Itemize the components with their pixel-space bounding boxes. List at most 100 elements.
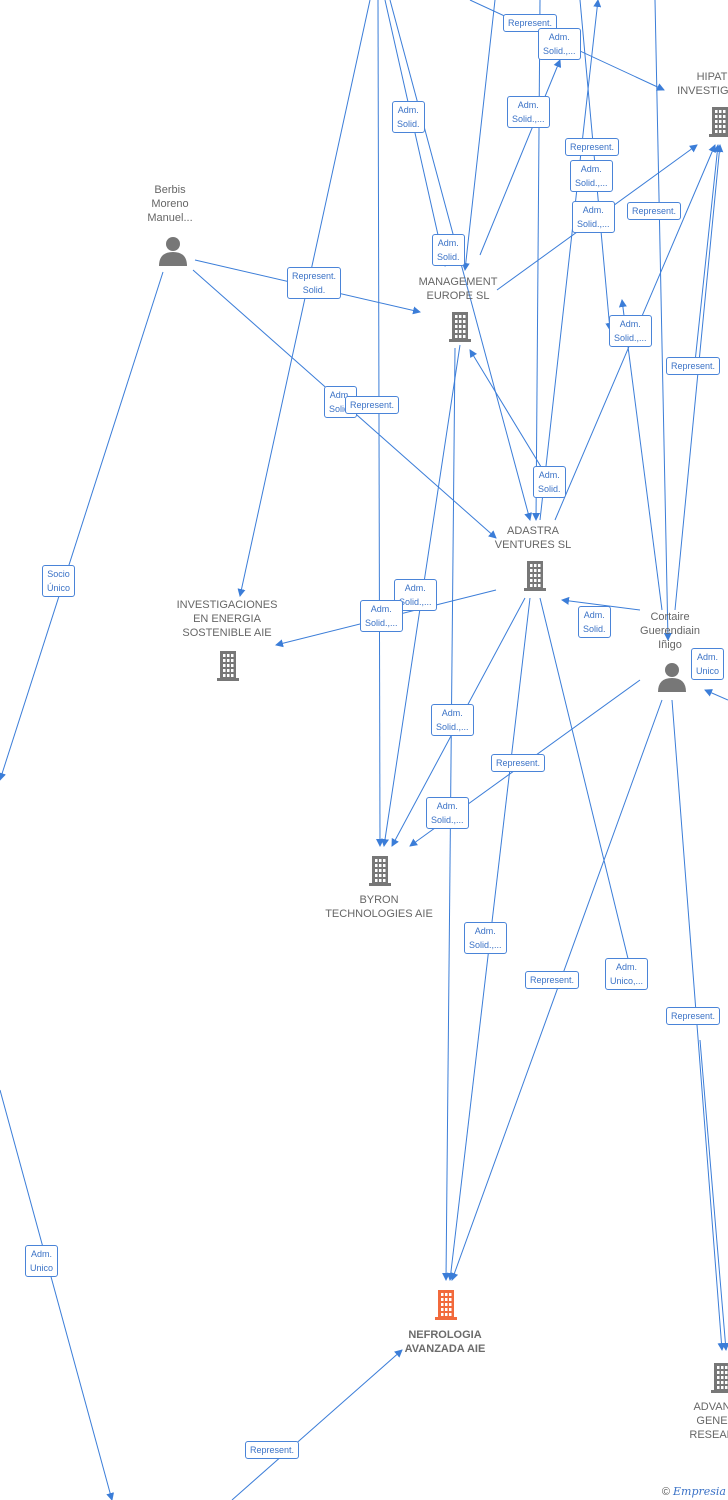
edge-12 <box>0 1089 115 1500</box>
badge-text: Adm. <box>582 205 604 215</box>
relation-badge[interactable]: Represent.Solid. <box>287 267 342 299</box>
relation-badge[interactable]: Represent. <box>491 754 546 772</box>
relation-badge[interactable]: Represent. <box>627 202 682 220</box>
badge-text: Adm. <box>538 470 560 480</box>
nefrologia-building-icon[interactable] <box>435 1290 457 1320</box>
relation-badge[interactable]: Adm. Solid.,... <box>609 315 652 347</box>
relation-badge[interactable]: Adm. Solid.,... <box>360 600 403 632</box>
relation-badge[interactable]: Adm. Solid. <box>533 466 566 498</box>
relation-badge[interactable]: Adm.Solid.,... <box>464 922 507 954</box>
relation-badge[interactable]: Adm. Solid.,... <box>426 797 469 829</box>
badge-text: Adm. <box>404 583 426 593</box>
relation-badge[interactable]: Adm.Solid.,... <box>572 201 615 233</box>
badge-text: Solid. <box>437 252 460 262</box>
relation-badge[interactable]: Adm.Unico,... <box>605 958 649 990</box>
node-label: INVESTIGACIONES <box>176 599 278 611</box>
edge-30 <box>694 144 722 363</box>
node-label: Guerendiain <box>640 625 700 637</box>
node-label: ADASTRA <box>507 525 559 537</box>
relation-badge[interactable]: Adm.Solid.,... <box>431 704 474 736</box>
node-label: Berbis <box>154 184 186 196</box>
edge-1 <box>375 0 384 847</box>
badge-text: Solid.,... <box>431 815 464 825</box>
badge-text: Adm. <box>397 105 419 115</box>
node-label: EN ENERGIA <box>193 613 261 625</box>
edge-27 <box>671 699 726 1351</box>
edge-26 <box>450 699 663 1281</box>
badge-text: Represent. <box>292 271 337 281</box>
badge-text: Adm. <box>580 164 602 174</box>
footer: © Empresia <box>662 1485 726 1498</box>
edge-11 <box>0 271 164 781</box>
relation-badge[interactable]: Adm. Solid. <box>578 606 611 638</box>
node-investigaciones[interactable]: INVESTIGACIONES EN ENERGIA SOSTENIBLE AIE <box>157 598 297 640</box>
relation-badge[interactable]: Represent. <box>666 1007 721 1025</box>
badge-text: Socio <box>47 569 70 579</box>
relation-badge[interactable]: Adm. Solid.,... <box>570 160 613 192</box>
relation-badge[interactable]: Adm.Solid.,... <box>507 96 550 128</box>
badge-text: Solid.,... <box>365 618 398 628</box>
relation-badge[interactable]: Adm.Unico <box>25 1245 59 1277</box>
edge-29 <box>674 144 724 611</box>
badge-text: Adm. <box>441 708 463 718</box>
badge-text: Adm. <box>370 604 392 614</box>
byron-building-icon[interactable] <box>369 856 391 886</box>
badge-text: Adm. <box>437 238 459 248</box>
node-label: SOSTENIBLE AIE <box>182 627 272 639</box>
relation-badge[interactable]: Represent. <box>245 1441 300 1459</box>
badge-text: Adm. <box>436 801 458 811</box>
relation-badge[interactable]: Represent. <box>525 971 580 989</box>
relation-badge[interactable]: Represent. <box>503 14 558 32</box>
badge-text: Solid.,... <box>614 333 647 343</box>
relation-badge[interactable]: Represent. <box>666 357 721 375</box>
edge-28 <box>618 299 663 611</box>
node-hipat[interactable]: HIPATINVESTIGACI <box>642 70 728 98</box>
relation-badge[interactable]: Represent. <box>345 396 400 414</box>
badge-text: Solid. <box>538 484 561 494</box>
investigaciones-building-icon[interactable] <box>217 651 239 681</box>
edge-31 <box>699 1039 728 1351</box>
badge-text: Adm. <box>548 32 570 42</box>
brand-logo[interactable]: Empresia <box>673 1485 726 1498</box>
badge-text: Represent. <box>496 758 541 768</box>
relation-badge[interactable]: Adm.Solid.,... <box>538 28 581 60</box>
badge-text: Represent. <box>632 206 677 216</box>
management-building-icon[interactable] <box>449 312 471 342</box>
node-label: Iñigo <box>658 639 682 651</box>
relation-badge[interactable]: Adm.Unico <box>691 648 725 680</box>
badge-text: Solid.,... <box>469 940 502 950</box>
edge-20 <box>479 59 562 256</box>
badge-text: Adm. <box>583 610 605 620</box>
cortaire-person-icon[interactable] <box>658 663 686 692</box>
relation-badge[interactable]: Represent. <box>565 138 620 156</box>
hipat-building-icon[interactable] <box>709 107 728 137</box>
edge-18 <box>539 597 635 976</box>
node-label: NEFROLOGIA <box>408 1329 482 1341</box>
relation-badge[interactable]: Adm. Solid. <box>432 234 465 266</box>
node-label: Moreno <box>151 198 189 210</box>
adastra-building-icon[interactable] <box>524 561 546 591</box>
badge-text: Represent. <box>671 361 716 371</box>
advan-building-icon[interactable] <box>711 1363 728 1393</box>
badge-text: Solid. <box>583 624 606 634</box>
badge-text: Adm. <box>619 319 641 329</box>
badge-text: Adm. <box>616 962 638 972</box>
edge-7 <box>654 0 672 641</box>
berbis-person-icon[interactable] <box>159 237 187 266</box>
node-label: INVESTIGACI <box>677 85 728 97</box>
badge-text: Solid.,... <box>575 178 608 188</box>
relation-badge[interactable]: Adm.Solid. <box>392 101 425 133</box>
node-label: MANAGEMENT <box>418 276 498 288</box>
node-label: Cortaire <box>650 611 690 623</box>
